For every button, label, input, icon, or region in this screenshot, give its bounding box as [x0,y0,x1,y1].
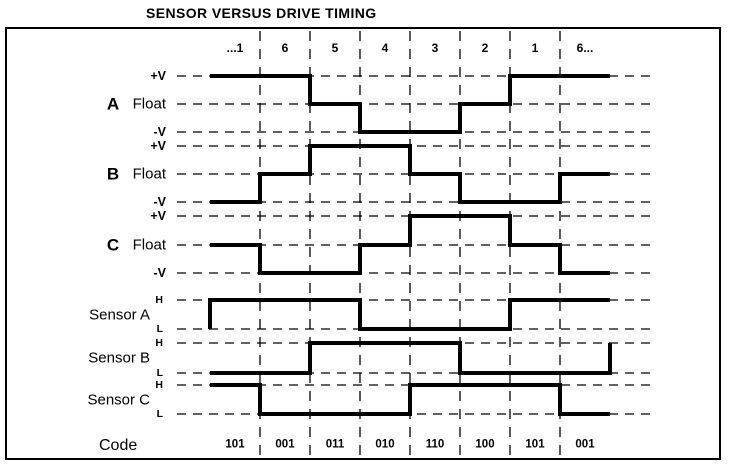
phase-label: 1 [531,41,539,55]
drive-level-label: -V [153,194,167,209]
phase-label: 6 [281,41,289,55]
phase-label: 2 [481,41,489,55]
code-value: 100 [475,438,495,451]
sensor-signal-label: Sensor A [89,306,150,323]
code-value: 011 [325,438,345,451]
code-row-label: Code [99,437,138,454]
code-value: 010 [375,438,395,451]
phase-label: 3 [431,41,439,55]
sensor-level-label: L [156,366,163,379]
drive-A-waveform [210,74,610,134]
sensor-level-label: H [155,378,163,391]
drive-level-label: Float [132,95,166,113]
sensor-signal-label: Sensor C [87,391,150,408]
drive-signal-label: C [106,235,120,255]
drive-level-label: Float [132,236,166,254]
drive-signal-label: A [106,94,120,114]
code-value: 101 [525,438,545,451]
drive-level-label: -V [153,265,167,280]
drive-level-label: +V [150,208,166,223]
phase-label: 6... [576,41,594,55]
sensor-level-label: H [155,336,163,349]
diagram-frame [5,27,721,460]
drive-level-label: +V [150,68,166,83]
code-value: 001 [575,438,595,451]
phase-label: ...1 [226,41,244,55]
sensor-c-waveform [210,383,610,416]
drive-signal-label: B [106,164,120,184]
sensor-signal-label: Sensor B [88,349,150,367]
code-value: 110 [425,438,445,451]
drive-level-label: -V [153,124,167,139]
drive-B-waveform [210,144,610,204]
page-title: SENSOR VERSUS DRIVE TIMING [146,5,377,21]
code-value: 001 [275,438,295,451]
sensor-level-label: L [156,322,163,335]
drive-level-label: Float [132,165,166,183]
sensor-b-waveform [210,341,612,375]
sensor-a-waveform [208,298,610,331]
drive-C-waveform [210,214,610,275]
phase-label: 5 [331,41,339,55]
code-value: 101 [225,438,245,451]
drive-level-label: +V [150,138,166,153]
sensor-level-label: L [156,407,163,420]
phase-label: 4 [381,41,389,55]
sensor-level-label: H [155,293,163,306]
